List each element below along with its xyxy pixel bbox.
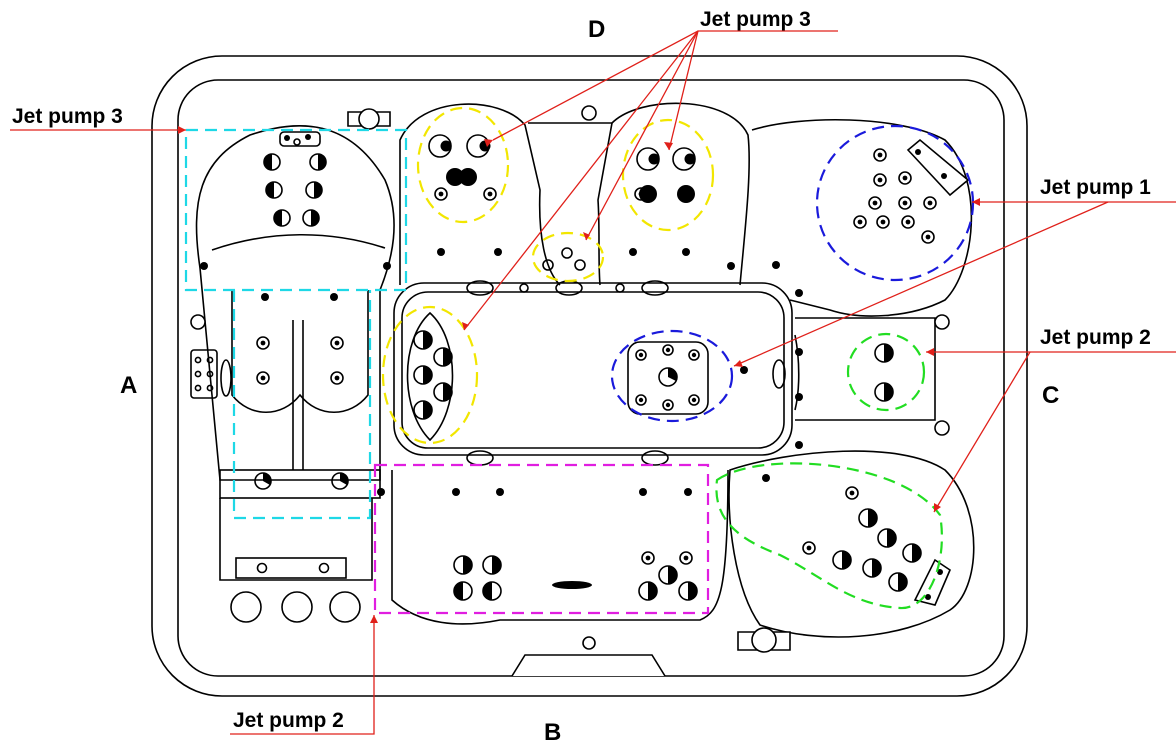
filter-basket bbox=[329, 591, 361, 623]
top-left-seat bbox=[399, 103, 561, 286]
bottom-drain bbox=[582, 636, 596, 650]
spa-outer-shell bbox=[151, 55, 1028, 697]
left-lounger-headrest-line bbox=[211, 233, 386, 251]
control-panel-bar bbox=[235, 557, 347, 579]
side-label-b: B bbox=[544, 719, 561, 744]
control-knob bbox=[256, 562, 268, 574]
control-button bbox=[194, 384, 202, 392]
side-label-c: C bbox=[1042, 382, 1059, 409]
pump2-magenta-zone bbox=[373, 463, 710, 615]
left-step bbox=[219, 498, 373, 581]
control-button bbox=[206, 384, 214, 392]
pump3-zone-top-left bbox=[416, 106, 510, 224]
left-lounger-outline bbox=[195, 125, 395, 481]
diverter-valve bbox=[466, 450, 494, 466]
fitting bbox=[190, 314, 206, 330]
waterfall-spout bbox=[552, 581, 592, 589]
spa-inner-rim bbox=[177, 79, 1005, 677]
filter-basket bbox=[230, 591, 262, 623]
diverter-valve bbox=[772, 359, 786, 389]
label-jet-pump-1-right: Jet pump 1 bbox=[1040, 176, 1151, 199]
filter-basket bbox=[281, 591, 313, 623]
pump3-zone-left-footwell bbox=[381, 305, 479, 445]
side-valve bbox=[220, 359, 232, 397]
pump2-zone-bottom-right bbox=[715, 462, 943, 610]
label-jet-pump-2-bottom: Jet pump 2 bbox=[233, 709, 344, 732]
control-knob bbox=[318, 562, 330, 574]
diverter-valve bbox=[641, 450, 669, 466]
rotational-jets bbox=[263, 153, 922, 601]
bottom-right-lounger bbox=[728, 450, 975, 638]
control-button bbox=[206, 356, 214, 364]
side-label-d: D bbox=[588, 16, 605, 43]
bottom-bench bbox=[391, 469, 729, 625]
leader-lines bbox=[10, 30, 1176, 735]
corner-pillow bbox=[906, 138, 970, 197]
pump1-zone-right-lounger bbox=[815, 124, 975, 282]
right-seat bbox=[795, 317, 936, 421]
central-footwell-inner bbox=[401, 291, 785, 449]
control-button bbox=[194, 370, 202, 378]
central-footwell bbox=[393, 282, 793, 456]
control-button bbox=[194, 356, 202, 364]
top-pillow-knob bbox=[358, 108, 380, 130]
topside-control-box bbox=[190, 349, 218, 399]
label-jet-pump-3-top: Jet pump 3 bbox=[700, 8, 811, 31]
small-jets bbox=[200, 248, 803, 496]
label-jet-pump-3-left: Jet pump 3 bbox=[12, 105, 123, 128]
left-lounger-legs bbox=[231, 290, 369, 414]
fitting bbox=[581, 105, 597, 121]
pump3-cyan-zone bbox=[184, 128, 408, 292]
pump1-zone-footwell bbox=[610, 329, 734, 423]
bottom-right-pillow-knob bbox=[751, 627, 777, 653]
top-center-bench bbox=[528, 122, 613, 286]
footwell-jet-block bbox=[627, 341, 709, 415]
bottom-notch bbox=[511, 654, 666, 677]
orbit-jets bbox=[428, 134, 696, 203]
diverter-valve bbox=[641, 280, 669, 296]
pump3-lens bbox=[406, 311, 454, 442]
fitting bbox=[934, 420, 950, 436]
side-label-a: A bbox=[120, 372, 137, 399]
air-control bbox=[519, 283, 529, 293]
label-jet-pump-2-right: Jet pump 2 bbox=[1040, 326, 1151, 349]
right-corner-lounger bbox=[751, 119, 973, 317]
footwell-jets bbox=[254, 472, 349, 490]
control-button bbox=[206, 370, 214, 378]
pump3-zone-top-center bbox=[531, 231, 605, 283]
fitting bbox=[934, 314, 950, 330]
top-right-seat bbox=[611, 102, 750, 286]
left-footwell bbox=[219, 469, 381, 499]
pump3-zone-top-right bbox=[621, 118, 715, 232]
pump3-cyan-zone-lower bbox=[232, 290, 372, 520]
pump2-zone-right-seat bbox=[846, 332, 926, 412]
air-control bbox=[615, 283, 625, 293]
headrest-jet-bar bbox=[279, 131, 321, 147]
ringed-jets bbox=[256, 148, 937, 565]
right-seat-inner bbox=[794, 334, 800, 411]
diverter-valve bbox=[466, 280, 494, 296]
